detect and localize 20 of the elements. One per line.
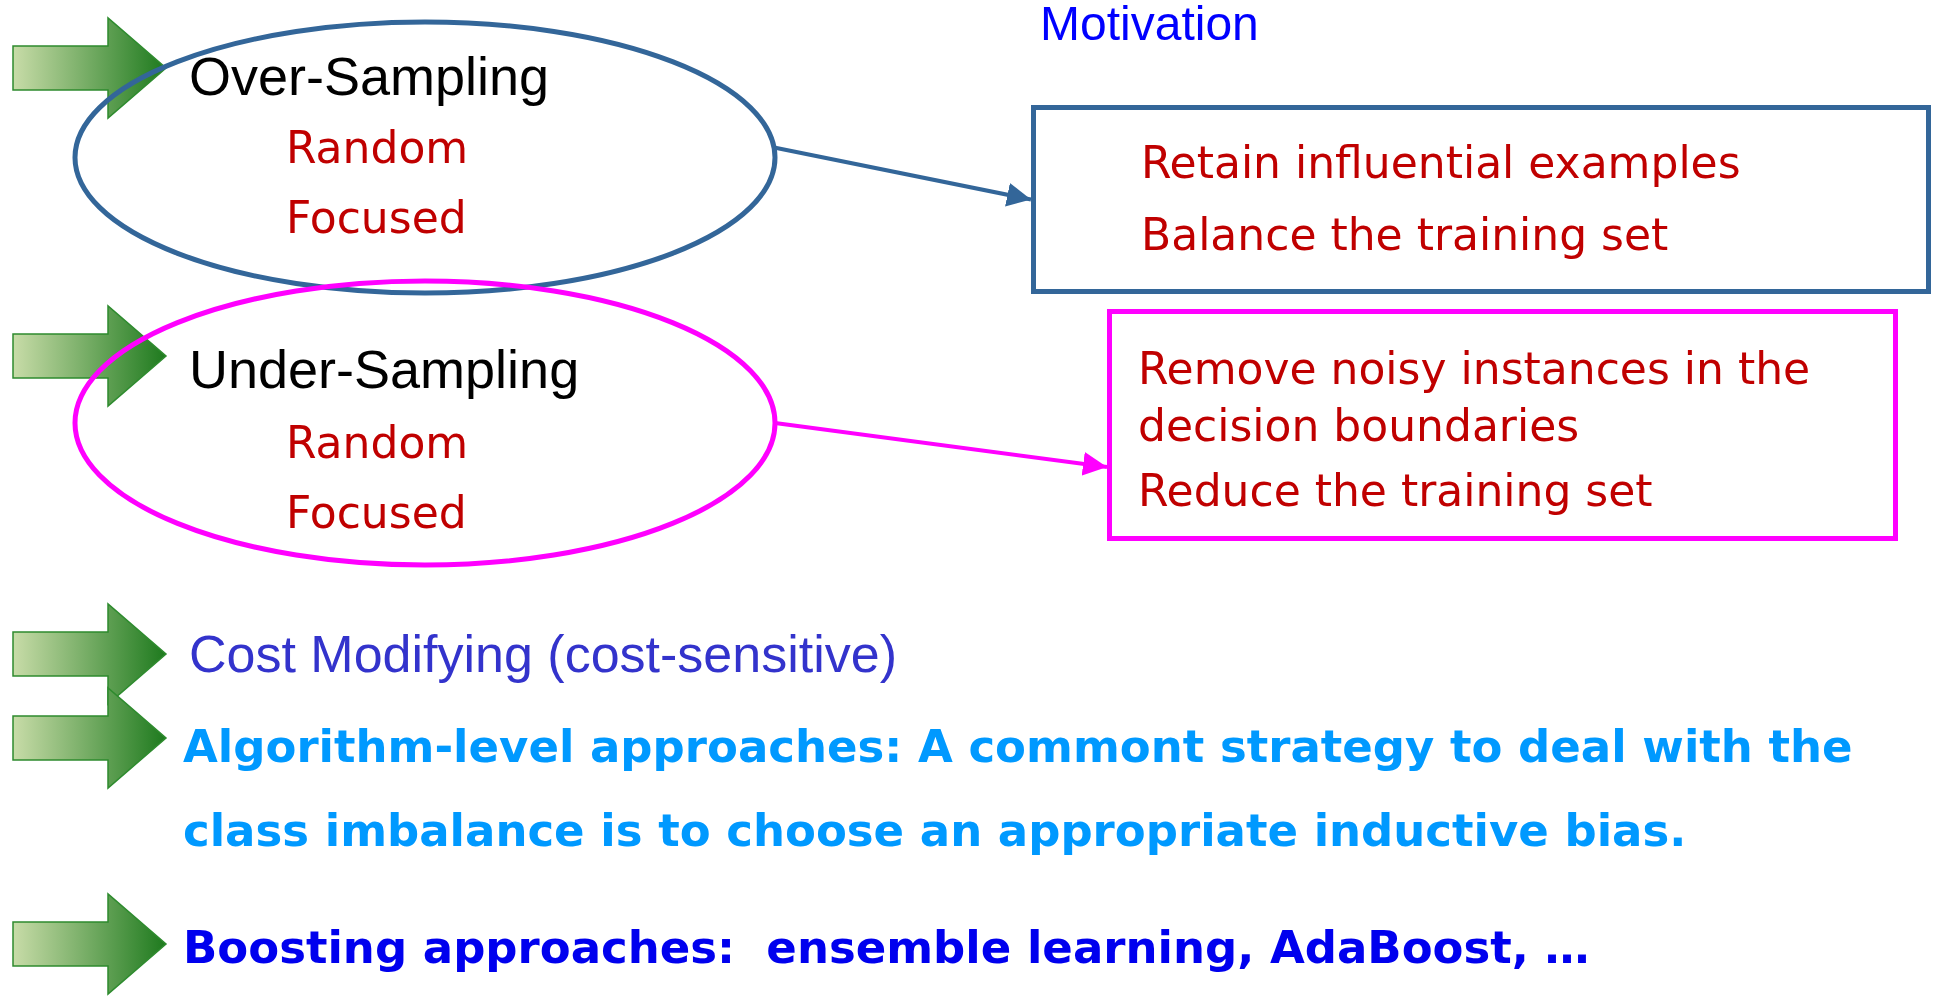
list-item: Focused (286, 191, 467, 245)
bullet-text: Boosting approaches: ensemble learning, AdaBoost, … (183, 920, 1590, 976)
arrow (773, 145, 1032, 207)
list-item: Random (286, 416, 469, 470)
oval-node (72, 19, 778, 296)
bullet-text: Cost Modifying (cost-sensitive) (189, 624, 897, 685)
arrow (774, 421, 1108, 476)
rectangle-node (1031, 105, 1931, 294)
section-heading: Motivation (1040, 0, 1259, 52)
rectangle-node (1107, 309, 1898, 541)
list-item: Remove noisy instances in the decision boundaries (1138, 342, 1812, 454)
oval-node (72, 278, 778, 568)
node-heading: Under-Sampling (189, 338, 580, 401)
bullet-text: Algorithm-level approaches: A commont strategy to deal with the class imbalance is to choose an appropriate inductive bias. (183, 719, 1854, 859)
list-item: Focused (286, 486, 467, 540)
list-item: Reduce the training set (1138, 464, 1653, 518)
list-item: Balance the training set (1141, 208, 1669, 262)
list-item: Random (286, 121, 469, 175)
list-item: Retain influential examples (1141, 136, 1741, 190)
node-heading: Over-Sampling (189, 45, 550, 108)
